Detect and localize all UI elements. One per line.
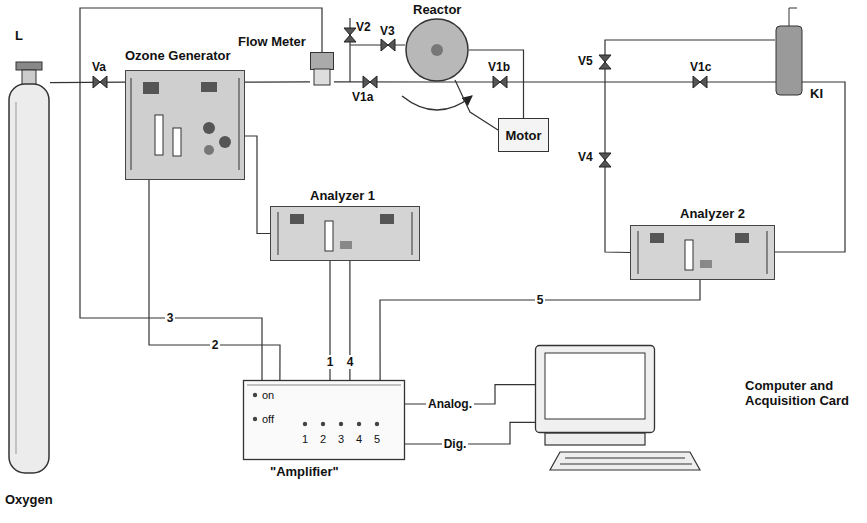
computer-case bbox=[545, 433, 700, 470]
pipe-or-wire bbox=[605, 40, 775, 253]
valve-label: V1a bbox=[352, 90, 373, 104]
wire-label: 2 bbox=[210, 338, 221, 352]
node-text: 2 bbox=[320, 432, 326, 447]
pipe-or-wire bbox=[405, 422, 535, 444]
oxygen-cylinder-outline bbox=[8, 62, 50, 474]
valve-label: V3 bbox=[380, 24, 395, 38]
node-label: L bbox=[15, 28, 23, 43]
node-text: Oxygen bbox=[5, 492, 53, 507]
valve-symbol bbox=[599, 55, 611, 69]
node-text: 4 bbox=[356, 432, 362, 447]
node-label: Analyzer 1 bbox=[310, 188, 375, 203]
computer: Computer and Acquisition Card bbox=[530, 340, 865, 475]
node-text: off bbox=[262, 412, 274, 427]
analyzer-unit-shape bbox=[270, 206, 420, 261]
pipe-or-wire bbox=[50, 81, 125, 83]
valve-symbol bbox=[363, 76, 377, 88]
analyzer-unit: Analyzer 2 bbox=[625, 204, 785, 282]
wire-label: 5 bbox=[535, 293, 546, 307]
analyzer-unit-outline bbox=[270, 206, 420, 261]
node-label: Motor bbox=[505, 128, 541, 143]
valve-label: Va bbox=[92, 60, 106, 74]
reactor-drum: Reactor bbox=[395, 0, 485, 84]
analyzer-unit: Analyzer 1 bbox=[265, 186, 425, 264]
flow-meter-shape bbox=[310, 52, 334, 86]
analyzer-unit-outline bbox=[630, 225, 775, 280]
motor-box: Motor bbox=[498, 118, 558, 152]
valve-symbol bbox=[344, 28, 356, 42]
computer-outline bbox=[535, 345, 655, 433]
pipe-or-wire bbox=[245, 81, 310, 82]
node-text: 3 bbox=[338, 432, 344, 447]
node-label: Computer and Acquisition Card bbox=[745, 378, 860, 408]
wire-label: Analog. bbox=[426, 397, 474, 411]
amplifier-box: on off 12345 "Amplifier" bbox=[240, 378, 410, 484]
wire-label: 4 bbox=[345, 355, 356, 369]
pipe-or-wire bbox=[245, 136, 270, 234]
node-text: "Amplifier" bbox=[270, 464, 339, 479]
ozone-generator: Ozone Generator bbox=[120, 46, 255, 186]
valve-label: V1c bbox=[690, 60, 711, 74]
oxygen-cylinder-shape bbox=[8, 62, 50, 474]
wire-label: 1 bbox=[325, 355, 336, 369]
valve-symbol bbox=[93, 76, 107, 88]
node-label: on bbox=[262, 388, 274, 403]
node-label: KI bbox=[810, 86, 823, 101]
pipe-or-wire bbox=[469, 50, 524, 118]
ozone-generator-shape bbox=[125, 70, 245, 180]
flow-meter-outline bbox=[310, 52, 334, 86]
reactor-drum-shape bbox=[405, 18, 469, 82]
valve-label: V4 bbox=[578, 150, 593, 164]
analyzer-unit-shape bbox=[630, 225, 775, 280]
ki-trap: KI bbox=[770, 8, 845, 108]
pipe-or-wire bbox=[149, 180, 280, 380]
node-label: Reactor bbox=[413, 2, 461, 17]
valve-symbol bbox=[493, 76, 507, 88]
ki-trap-outline bbox=[775, 16, 803, 96]
valve-label: V1b bbox=[488, 60, 510, 74]
node-label: Analyzer 2 bbox=[680, 206, 745, 221]
flow-meter: Flow Meter bbox=[238, 34, 338, 90]
node-text: 1 bbox=[302, 432, 308, 447]
ki-trap-shape bbox=[775, 16, 803, 96]
node-label: Flow Meter bbox=[238, 34, 306, 49]
wire-label: Dig. bbox=[442, 437, 469, 451]
node-text: 5 bbox=[374, 432, 380, 447]
valve-label: V2 bbox=[356, 20, 371, 34]
pipe-or-wire bbox=[334, 81, 437, 82]
ozone-generator-outline bbox=[125, 70, 245, 180]
node-label: Ozone Generator bbox=[125, 48, 230, 63]
reactor-drum-outline bbox=[405, 18, 469, 82]
valve-symbol bbox=[599, 153, 611, 167]
computer-shape bbox=[535, 345, 655, 433]
wire-label: 3 bbox=[165, 311, 176, 325]
valve-symbol bbox=[381, 39, 395, 51]
valve-label: V5 bbox=[578, 54, 593, 68]
valve-symbol bbox=[693, 76, 707, 88]
oxygen-cylinder: L Oxygen bbox=[5, 28, 65, 513]
pipe-or-wire bbox=[80, 8, 322, 380]
